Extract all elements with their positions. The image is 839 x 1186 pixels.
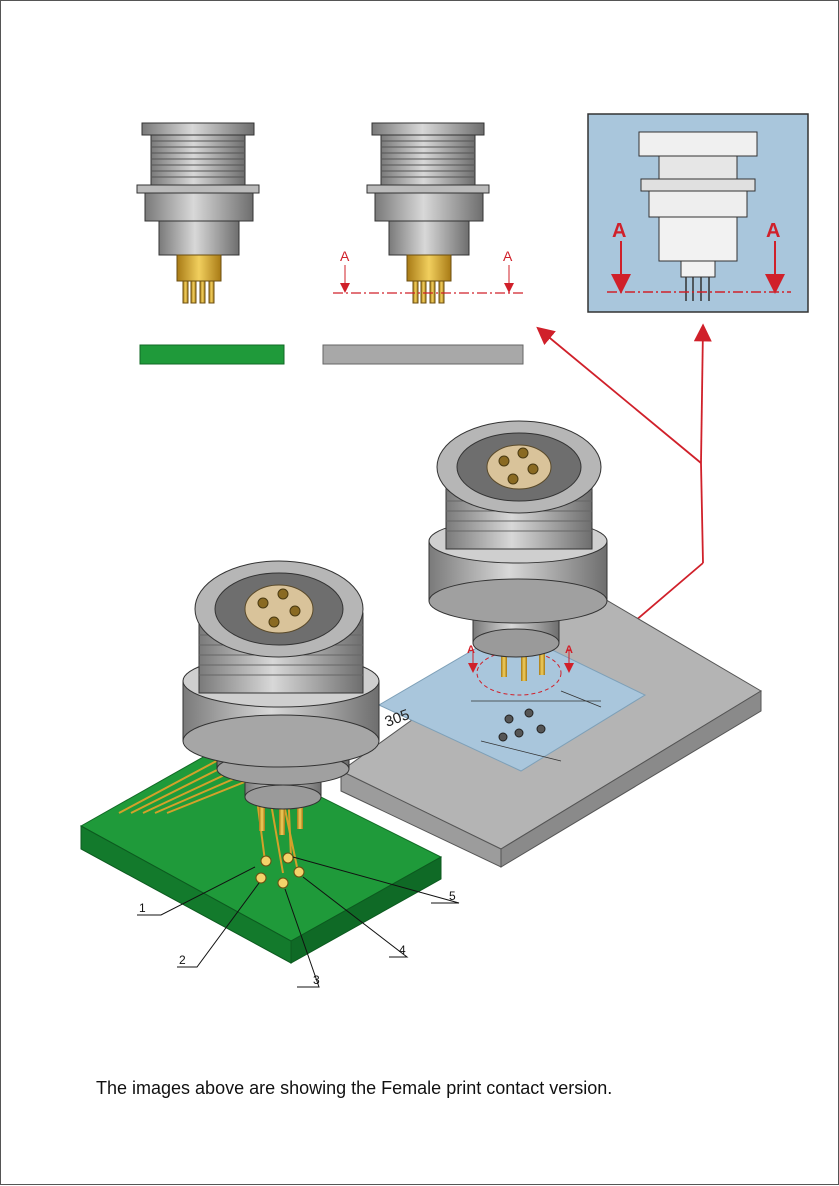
detail-section-label-right: A [766, 220, 780, 242]
connector-on-panel [428, 420, 608, 681]
section-label-right: A [503, 248, 513, 264]
pin-label-1: 1 [139, 901, 146, 915]
caption-text: The images above are showing the Female … [96, 1078, 613, 1098]
connector-on-pcb [182, 560, 380, 835]
connector-side-view-left [136, 122, 260, 304]
panel-section-label-right: A [565, 644, 573, 656]
panel-color-bar [322, 344, 524, 365]
pin-label-2: 2 [179, 953, 186, 967]
panel-section-label-left: A [467, 644, 475, 656]
connector-side-view-middle: A A [333, 122, 523, 304]
section-detail-box: A A [587, 113, 809, 313]
pin-label-5: 5 [449, 889, 456, 903]
pcb-color-bar [139, 344, 285, 365]
pin-leaders [137, 856, 460, 988]
grey-panel: 305 A A [340, 590, 762, 868]
section-label-left: A [340, 248, 350, 264]
pin-label-4: 4 [399, 943, 406, 957]
pin-label-3: 3 [313, 973, 320, 987]
detail-section-label-left: A [612, 220, 626, 242]
